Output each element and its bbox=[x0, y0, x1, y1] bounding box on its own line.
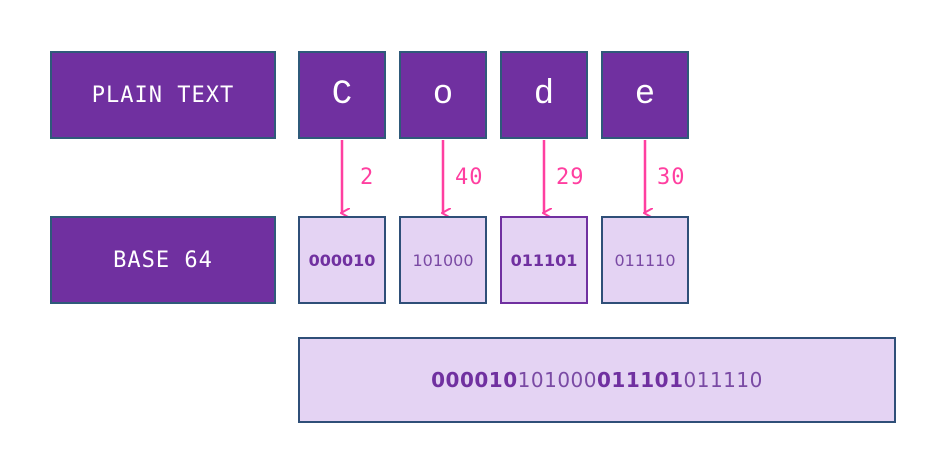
index-o: 40 bbox=[455, 165, 484, 190]
binary-box-c: 000010 bbox=[298, 216, 386, 304]
char-box-o: o bbox=[399, 51, 487, 139]
char-box-e: e bbox=[601, 51, 689, 139]
char-box-c: C bbox=[298, 51, 386, 139]
binary-box-o: 101000 bbox=[399, 216, 487, 304]
result-segment: 000010 bbox=[431, 368, 518, 392]
index-e: 30 bbox=[657, 165, 686, 190]
binary-box-e: 011110 bbox=[601, 216, 689, 304]
result-segment: 011101 bbox=[597, 368, 684, 392]
result-segment: 101000 bbox=[517, 368, 597, 392]
result-segment: 011110 bbox=[683, 368, 763, 392]
plain-text-label: PLAIN TEXT bbox=[50, 51, 276, 139]
index-d: 29 bbox=[556, 165, 585, 190]
index-c: 2 bbox=[360, 165, 375, 190]
binary-box-d: 011101 bbox=[500, 216, 588, 304]
char-box-d: d bbox=[500, 51, 588, 139]
base64-label: BASE 64 bbox=[50, 216, 276, 304]
